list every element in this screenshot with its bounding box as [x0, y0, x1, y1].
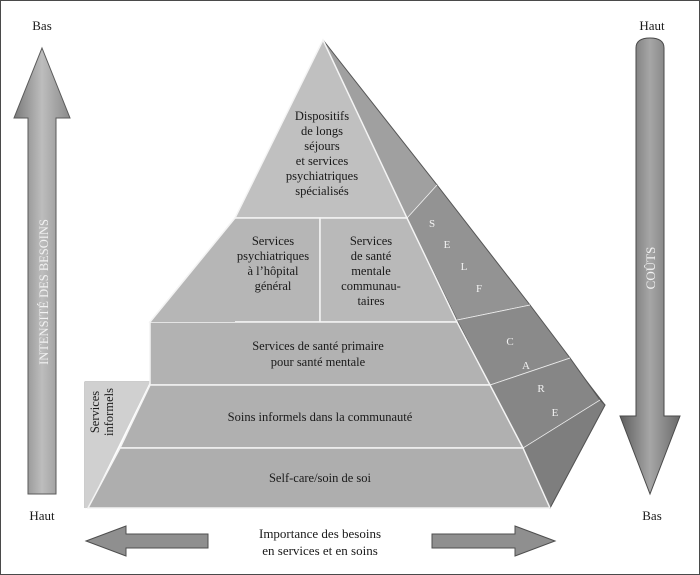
tier5-label: Self-care/soin de soi [269, 471, 372, 485]
right-horizontal-arrow [431, 525, 557, 557]
tier2-left-line1: Services [252, 234, 294, 248]
tier4-label: Soins informels dans la communauté [228, 410, 413, 424]
services-informels-line2: informels [102, 388, 116, 436]
services-informels-tab: Services informels [84, 381, 151, 509]
tier3-line1: Services de santé primaire [252, 339, 384, 353]
services-informels-line1: Services [88, 391, 102, 433]
tier2-left-line4: général [255, 279, 292, 293]
left-horizontal-arrow [84, 525, 209, 557]
left-bottom-label: Haut [29, 508, 55, 523]
tier5 [86, 447, 552, 509]
care-letter-e: E [552, 407, 559, 419]
tier3 [149, 321, 492, 386]
care-letter-r: R [537, 383, 545, 395]
apex-line1: Dispositifs [295, 109, 349, 123]
self-letter-l: L [461, 261, 468, 273]
tier2-right-line2: de santé [351, 249, 392, 263]
left-top-label: Bas [32, 18, 52, 33]
tier2-right-line1: Services [350, 234, 392, 248]
tier2-left-line3: à l’hôpital [247, 264, 299, 278]
tier2-right-line4: communau- [341, 279, 401, 293]
apex-line6: spécialisés [295, 184, 349, 198]
right-bottom-label: Bas [642, 508, 662, 523]
costs-label: COÛTS [643, 247, 658, 290]
tier2-left-line2: psychiatriques [237, 249, 309, 263]
right-top-label: Haut [639, 18, 665, 33]
pyramid-side-face [322, 39, 606, 510]
care-letter-c: C [506, 336, 513, 348]
bottom-label-line2: en services et en soins [262, 543, 378, 558]
intensity-label: INTENSITÉ DES BESOINS [37, 219, 51, 365]
bottom-label-line1: Importance des besoins [259, 526, 381, 541]
apex-line5: psychiatriques [286, 169, 358, 183]
costs-arrow: COÛTS [619, 37, 681, 496]
care-letter-a: A [522, 360, 530, 372]
self-letter-e: E [444, 239, 451, 251]
tier2-right-line3: mentale [351, 264, 391, 278]
tier3-line2: pour santé mentale [271, 355, 366, 369]
intensity-arrow: INTENSITÉ DES BESOINS [13, 46, 71, 495]
tier2-right-line5: taires [357, 294, 384, 308]
self-letter-f: F [476, 283, 482, 295]
apex-text: Dispositifs de longs séjours et services… [286, 109, 358, 198]
apex-line3: séjours [304, 139, 340, 153]
tier2-right-text: Services de santé mentale communau- tair… [341, 234, 401, 308]
self-letter-s: S [429, 218, 435, 230]
apex-line2: de longs [301, 124, 343, 138]
tier2-left-text: Services psychiatriques à l’hôpital géné… [237, 234, 309, 293]
apex-line4: et services [296, 154, 349, 168]
